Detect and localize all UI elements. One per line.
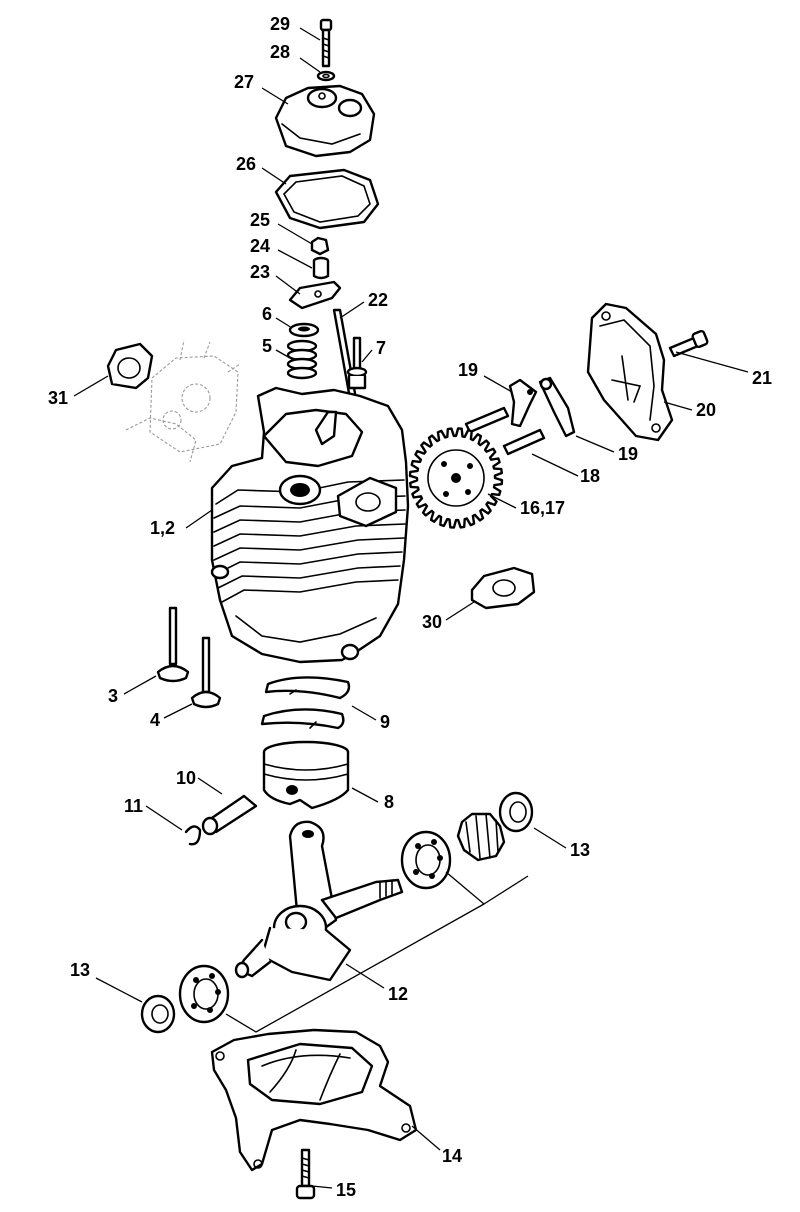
part-screw-15[interactable] (295, 1148, 316, 1200)
callout-22: 22 (368, 290, 388, 310)
callout-20: 20 (696, 400, 716, 420)
callout-16-17: 16,17 (520, 498, 565, 518)
callout-9: 9 (380, 712, 390, 732)
part-sleeve-24[interactable] (312, 256, 330, 280)
part-piston-8[interactable] (262, 740, 350, 810)
part-bearing-right[interactable] (400, 830, 452, 890)
part-valve-3[interactable] (156, 606, 190, 683)
part-gear-16-17[interactable] (408, 427, 504, 529)
callout-26: 26 (236, 154, 256, 174)
callout-5: 5 (262, 336, 272, 356)
part-valve-4[interactable] (190, 636, 222, 709)
part-screw-21[interactable] (668, 329, 709, 358)
part-cylinder-1-2[interactable] (210, 386, 410, 664)
callout-3: 3 (108, 686, 118, 706)
part-cover-20[interactable] (586, 302, 674, 442)
part-gasket-31[interactable] (106, 342, 154, 390)
part-nut-25[interactable] (310, 236, 330, 256)
callout-21: 21 (752, 368, 772, 388)
part-pinion-gear[interactable] (456, 812, 506, 862)
callout-15: 15 (336, 1180, 356, 1200)
callout-13-right: 13 (570, 840, 590, 860)
callout-6: 6 (262, 304, 272, 324)
callout-25: 25 (250, 210, 270, 230)
callout-31: 31 (48, 388, 68, 408)
callout-14: 14 (442, 1146, 462, 1166)
callout-4: 4 (150, 710, 160, 730)
part-crankcase-14[interactable] (210, 1028, 418, 1172)
part-seal-13-left[interactable] (140, 994, 176, 1034)
part-washer-28[interactable] (316, 70, 336, 82)
callout-24: 24 (250, 236, 270, 256)
part-gasket-30[interactable] (470, 566, 536, 610)
part-crankshaft-12[interactable] (234, 820, 404, 982)
callout-18: 18 (580, 466, 600, 486)
callout-10: 10 (176, 768, 196, 788)
callout-11: 11 (124, 796, 143, 816)
part-seal-13-right[interactable] (498, 791, 534, 833)
callout-12: 12 (388, 984, 408, 1004)
callout-28: 28 (270, 42, 290, 62)
callout-labels: 29 28 27 26 25 24 23 22 6 5 7 31 19 21 2… (48, 14, 772, 1200)
part-circlip-11[interactable] (184, 825, 202, 846)
callout-27: 27 (234, 72, 254, 92)
callout-1-2: 1,2 (150, 518, 175, 538)
part-pin-18[interactable] (502, 428, 546, 456)
leader-lines (73, 27, 749, 1189)
part-rocker-arm-23[interactable] (288, 280, 342, 310)
part-piston-pin-10[interactable] (201, 794, 258, 836)
callout-19-lower: 19 (618, 444, 638, 464)
part-spring-retainer-6[interactable] (288, 322, 320, 338)
part-rocker-19a[interactable] (508, 378, 538, 428)
part-screw-29[interactable] (319, 18, 333, 68)
phantom-carburetor (125, 339, 241, 463)
part-valve-cover-27[interactable] (274, 84, 376, 158)
part-rocker-19b[interactable] (538, 376, 576, 438)
callout-13-left: 13 (70, 960, 90, 980)
callout-30: 30 (422, 612, 442, 632)
callout-8: 8 (384, 792, 394, 812)
part-gasket-26[interactable] (274, 168, 380, 230)
part-piston-rings-9[interactable] (260, 676, 351, 730)
callout-19-upper: 19 (458, 360, 478, 380)
part-valve-spring-5[interactable] (286, 339, 318, 380)
part-bearing-left[interactable] (178, 964, 230, 1024)
callout-23: 23 (250, 262, 270, 282)
part-pin-upper[interactable] (464, 406, 510, 434)
callout-29: 29 (270, 14, 290, 34)
callout-7: 7 (376, 338, 386, 358)
part-stud-7[interactable] (346, 336, 368, 390)
